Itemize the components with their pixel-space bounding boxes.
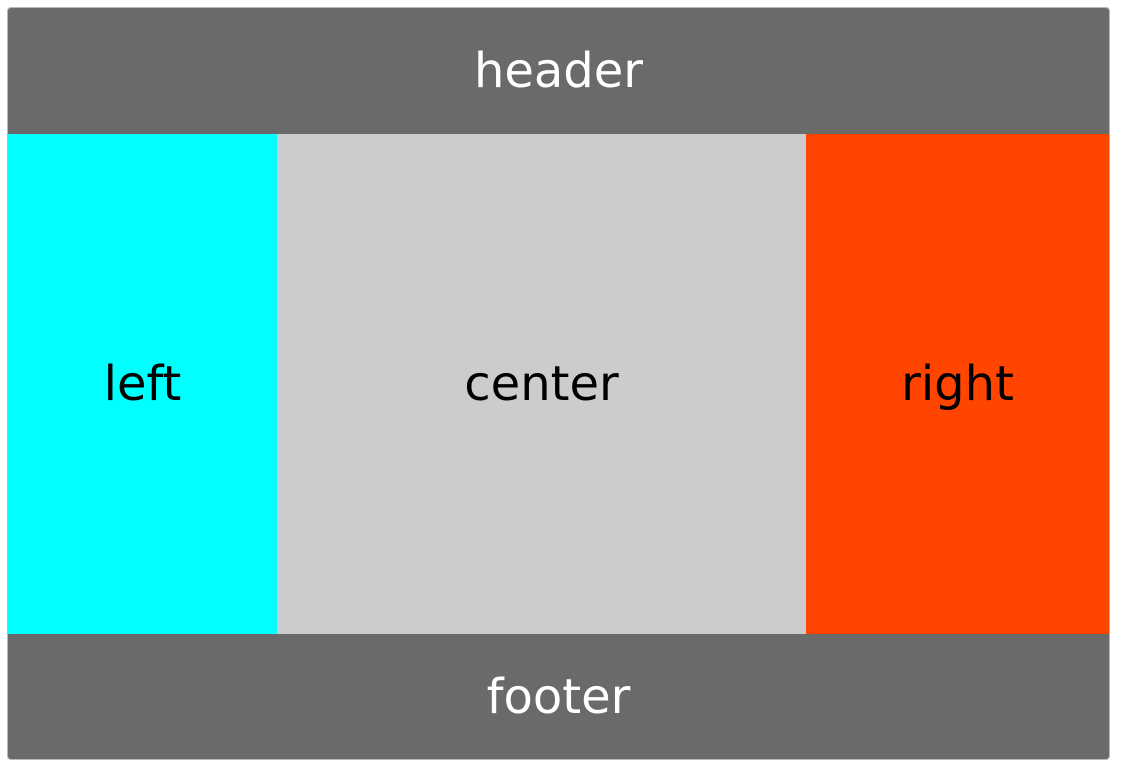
footer-region: footer	[8, 634, 1109, 759]
right-label: right	[901, 356, 1014, 412]
left-label: left	[103, 356, 182, 412]
middle-row: left center right	[8, 134, 1109, 634]
layout-container: header left center right footer	[7, 7, 1110, 760]
right-column: right	[806, 134, 1109, 634]
header-region: header	[8, 8, 1109, 134]
center-label: center	[464, 356, 619, 412]
center-column: center	[277, 134, 806, 634]
left-column: left	[8, 134, 277, 634]
header-label: header	[473, 43, 644, 99]
footer-label: footer	[486, 668, 631, 725]
